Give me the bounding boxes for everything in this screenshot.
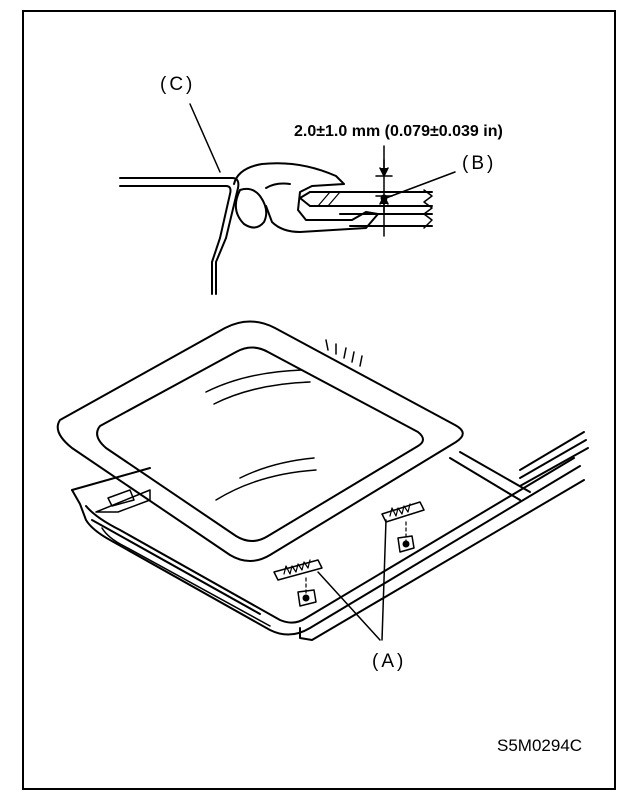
clip-icon [381,501,425,553]
weatherstrip-section-drawing [119,103,456,295]
clip-icon [273,559,323,607]
label-a: (A) [372,651,407,672]
figure-code: S5M0294C [497,736,583,755]
sunroof-glass-drawing [56,320,589,641]
label-c: (C) [160,74,196,95]
dimension-label: 2.0±1.0 mm (0.079±0.039 in) [294,123,503,140]
figure-frame [22,10,616,790]
label-b: (B) [462,153,497,174]
